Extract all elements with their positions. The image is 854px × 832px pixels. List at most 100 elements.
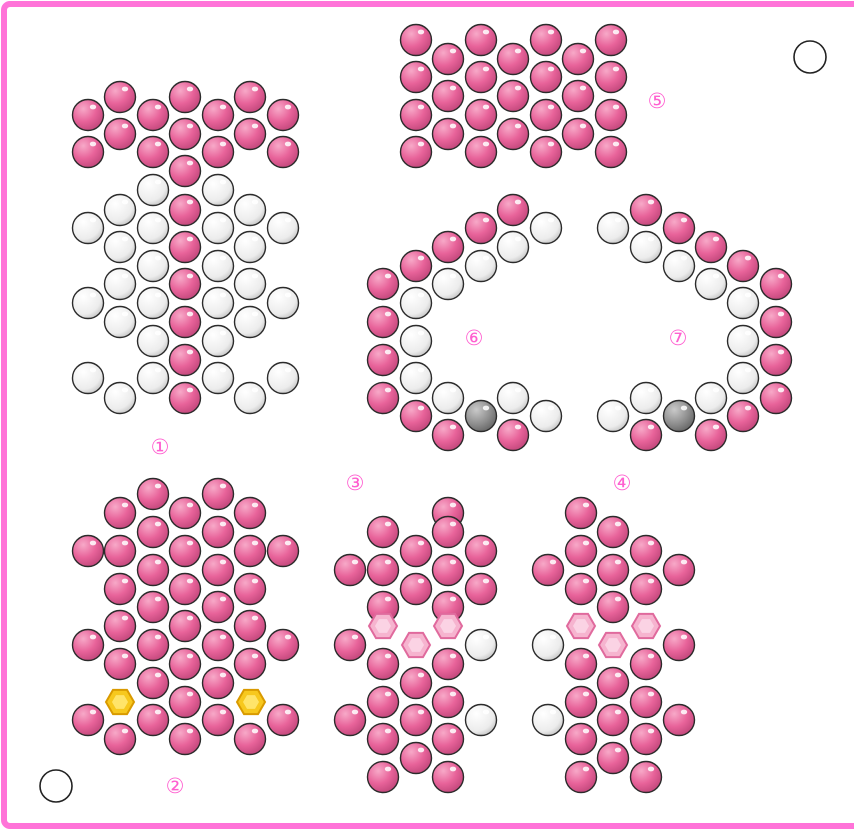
- round-bead-icon: [596, 25, 627, 56]
- pattern-label-7: ⑦: [669, 326, 688, 350]
- round-bead-icon: [433, 762, 464, 793]
- round-bead-icon: [696, 232, 727, 263]
- pattern-label-4: ④: [613, 471, 632, 495]
- round-bead-icon: [598, 517, 629, 548]
- round-bead-icon: [598, 401, 629, 432]
- hexagon-bead-icon: [632, 614, 660, 638]
- round-bead-icon: [73, 137, 104, 168]
- round-bead-icon: [466, 630, 497, 661]
- round-bead-icon: [433, 649, 464, 680]
- round-bead-icon: [433, 81, 464, 112]
- round-bead-icon: [598, 592, 629, 623]
- round-bead-icon: [368, 762, 399, 793]
- pattern-label-5: ⑤: [648, 89, 667, 113]
- round-bead-icon: [268, 630, 299, 661]
- round-bead-icon: [696, 383, 727, 414]
- round-bead-icon: [664, 251, 695, 282]
- round-bead-icon: [235, 574, 266, 605]
- round-bead-icon: [401, 743, 432, 774]
- round-bead-icon: [203, 517, 234, 548]
- round-bead-icon: [235, 649, 266, 680]
- round-bead-icon: [138, 251, 169, 282]
- round-bead-icon: [138, 555, 169, 586]
- round-bead-icon: [466, 574, 497, 605]
- round-bead-icon: [631, 420, 662, 451]
- round-bead-icon: [401, 251, 432, 282]
- round-bead-icon: [268, 213, 299, 244]
- round-bead-icon: [631, 724, 662, 755]
- round-bead-icon: [368, 345, 399, 376]
- round-bead-icon: [138, 175, 169, 206]
- round-bead-icon: [631, 195, 662, 226]
- round-bead-icon: [73, 363, 104, 394]
- round-bead-icon: [498, 232, 529, 263]
- round-bead-icon: [170, 232, 201, 263]
- round-bead-icon: [433, 724, 464, 755]
- round-bead-icon: [105, 307, 136, 338]
- round-bead-icon: [566, 687, 597, 718]
- round-bead-icon: [566, 724, 597, 755]
- round-bead-icon: [566, 498, 597, 529]
- round-bead-icon: [631, 536, 662, 567]
- hexagon-bead-icon: [599, 633, 627, 657]
- round-bead-icon: [598, 213, 629, 244]
- round-bead-icon: [401, 536, 432, 567]
- round-bead-icon: [466, 100, 497, 131]
- round-bead-icon: [401, 705, 432, 736]
- round-bead-icon: [761, 307, 792, 338]
- round-bead-icon: [335, 630, 366, 661]
- round-bead-icon: [138, 668, 169, 699]
- round-bead-icon: [761, 269, 792, 300]
- round-bead-icon: [664, 630, 695, 661]
- round-bead-icon: [170, 119, 201, 150]
- round-bead-icon: [433, 420, 464, 451]
- round-bead-icon: [566, 536, 597, 567]
- round-bead-icon: [466, 137, 497, 168]
- round-bead-icon: [235, 82, 266, 113]
- hexagon-bead-icon: [567, 614, 595, 638]
- round-bead-icon: [401, 100, 432, 131]
- round-bead-icon: [73, 213, 104, 244]
- hexagon-bead-icon: [402, 633, 430, 657]
- round-bead-icon: [368, 269, 399, 300]
- round-bead-icon: [105, 724, 136, 755]
- round-bead-icon: [105, 498, 136, 529]
- round-bead-icon: [235, 119, 266, 150]
- round-bead-icon: [105, 611, 136, 642]
- round-bead-icon: [235, 269, 266, 300]
- round-bead-icon: [631, 649, 662, 680]
- round-bead-icon: [235, 498, 266, 529]
- round-bead-icon: [401, 401, 432, 432]
- round-bead-icon: [401, 137, 432, 168]
- round-bead-icon: [170, 307, 201, 338]
- round-bead-icon: [268, 100, 299, 131]
- round-bead-icon: [73, 630, 104, 661]
- round-bead-icon: [598, 555, 629, 586]
- round-bead-icon: [566, 574, 597, 605]
- round-bead-icon: [531, 25, 562, 56]
- round-bead-icon: [696, 420, 727, 451]
- round-bead-icon: [105, 536, 136, 567]
- round-bead-icon: [728, 363, 759, 394]
- round-bead-icon: [368, 383, 399, 414]
- round-bead-icon: [401, 288, 432, 319]
- round-bead-icon: [105, 269, 136, 300]
- round-bead-icon: [696, 269, 727, 300]
- round-bead-icon: [235, 195, 266, 226]
- round-bead-icon: [401, 574, 432, 605]
- round-bead-icon: [335, 555, 366, 586]
- round-bead-icon: [73, 288, 104, 319]
- round-bead-icon: [235, 536, 266, 567]
- round-bead-icon: [73, 705, 104, 736]
- round-bead-icon: [105, 383, 136, 414]
- round-bead-icon: [170, 383, 201, 414]
- round-bead-icon: [466, 401, 497, 432]
- round-bead-icon: [598, 705, 629, 736]
- round-bead-icon: [664, 401, 695, 432]
- round-bead-icon: [598, 743, 629, 774]
- round-bead-icon: [631, 762, 662, 793]
- round-bead-icon: [401, 668, 432, 699]
- round-bead-icon: [566, 762, 597, 793]
- round-bead-icon: [138, 517, 169, 548]
